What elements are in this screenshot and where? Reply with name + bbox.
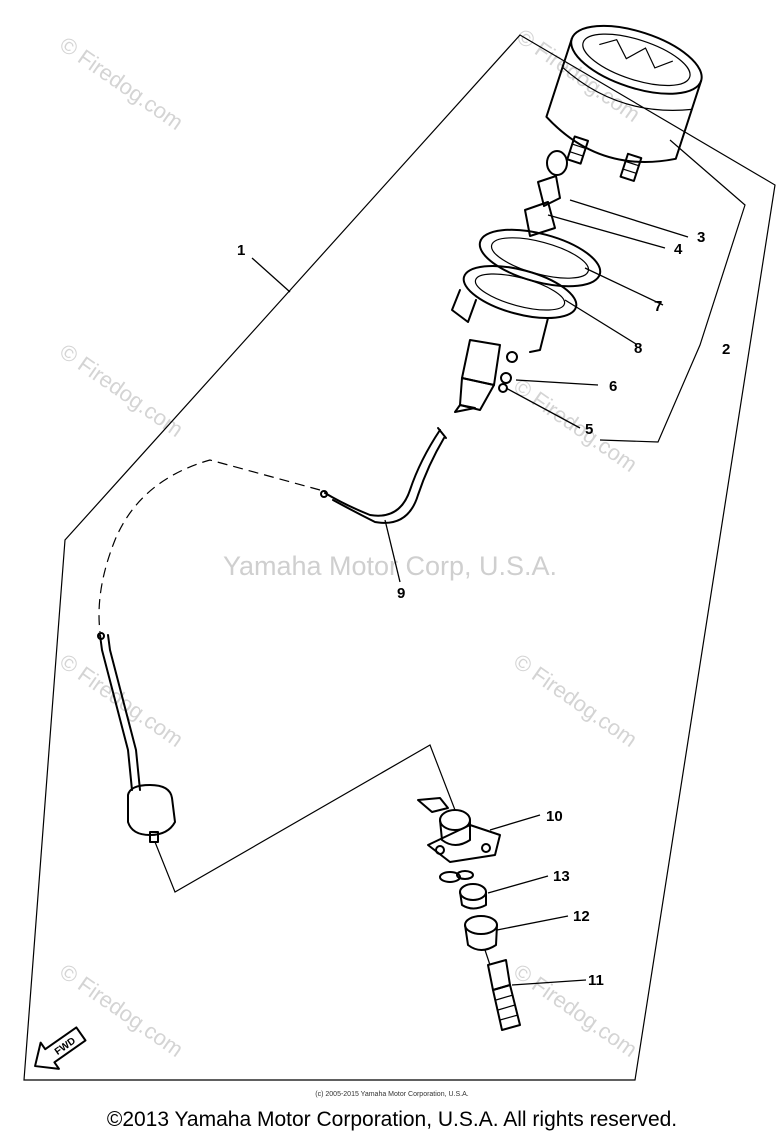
- watermark-center: Yamaha Motor Corp, U.S.A.: [223, 551, 557, 581]
- leader-lines: [251, 199, 689, 986]
- gear-washers: [439, 870, 474, 883]
- small-print: (c) 2005-2015 Yamaha Motor Corporation, …: [315, 1091, 469, 1098]
- upper-cable: [320, 427, 447, 524]
- connection-line: [154, 744, 456, 893]
- callout-7: 7: [654, 298, 662, 315]
- callout-1: 1: [237, 242, 245, 259]
- fwd-arrow-icon: FWD: [34, 1026, 87, 1070]
- speedometer-head: [545, 24, 703, 182]
- watermark-top-left: © Firedog.com: [55, 32, 188, 135]
- callout-9: 9: [397, 585, 405, 602]
- drive-shaft: [487, 959, 521, 1031]
- callout-11: 11: [588, 972, 604, 989]
- watermark-lower-right: © Firedog.com: [509, 649, 642, 752]
- callout-12: 12: [573, 908, 590, 925]
- callout-8: 8: [634, 340, 642, 357]
- drive-gear-housing: [417, 797, 501, 863]
- callout-3: 3: [697, 229, 705, 246]
- cable-end-fitting: [454, 339, 518, 413]
- callouts: 1 2 3 4 5 6 7 8 9 10 11 12 13: [237, 229, 730, 989]
- assembly-outline: [23, 34, 776, 1081]
- copyright-notice: ©2013 Yamaha Motor Corporation, U.S.A. A…: [106, 1108, 678, 1131]
- callout-6: 6: [609, 378, 617, 395]
- watermark-top-right: © Firedog.com: [512, 24, 645, 127]
- watermark-bottom-right: © Firedog.com: [509, 959, 642, 1062]
- callout-4: 4: [674, 241, 683, 258]
- drive-gear: [464, 915, 498, 966]
- bushing: [459, 883, 487, 910]
- gasket-ring: [478, 228, 602, 288]
- meter-bracket: [599, 139, 746, 443]
- callout-10: 10: [546, 808, 563, 825]
- callout-2: 2: [722, 341, 730, 358]
- callout-5: 5: [585, 421, 593, 438]
- lower-cable: [97, 459, 321, 843]
- callout-13: 13: [553, 868, 570, 885]
- bulb-socket: [524, 150, 568, 237]
- watermark-lower-left: © Firedog.com: [55, 649, 188, 752]
- parts-diagram: © Firedog.com © Firedog.com © Firedog.co…: [23, 24, 776, 1081]
- meter-case: [451, 264, 578, 353]
